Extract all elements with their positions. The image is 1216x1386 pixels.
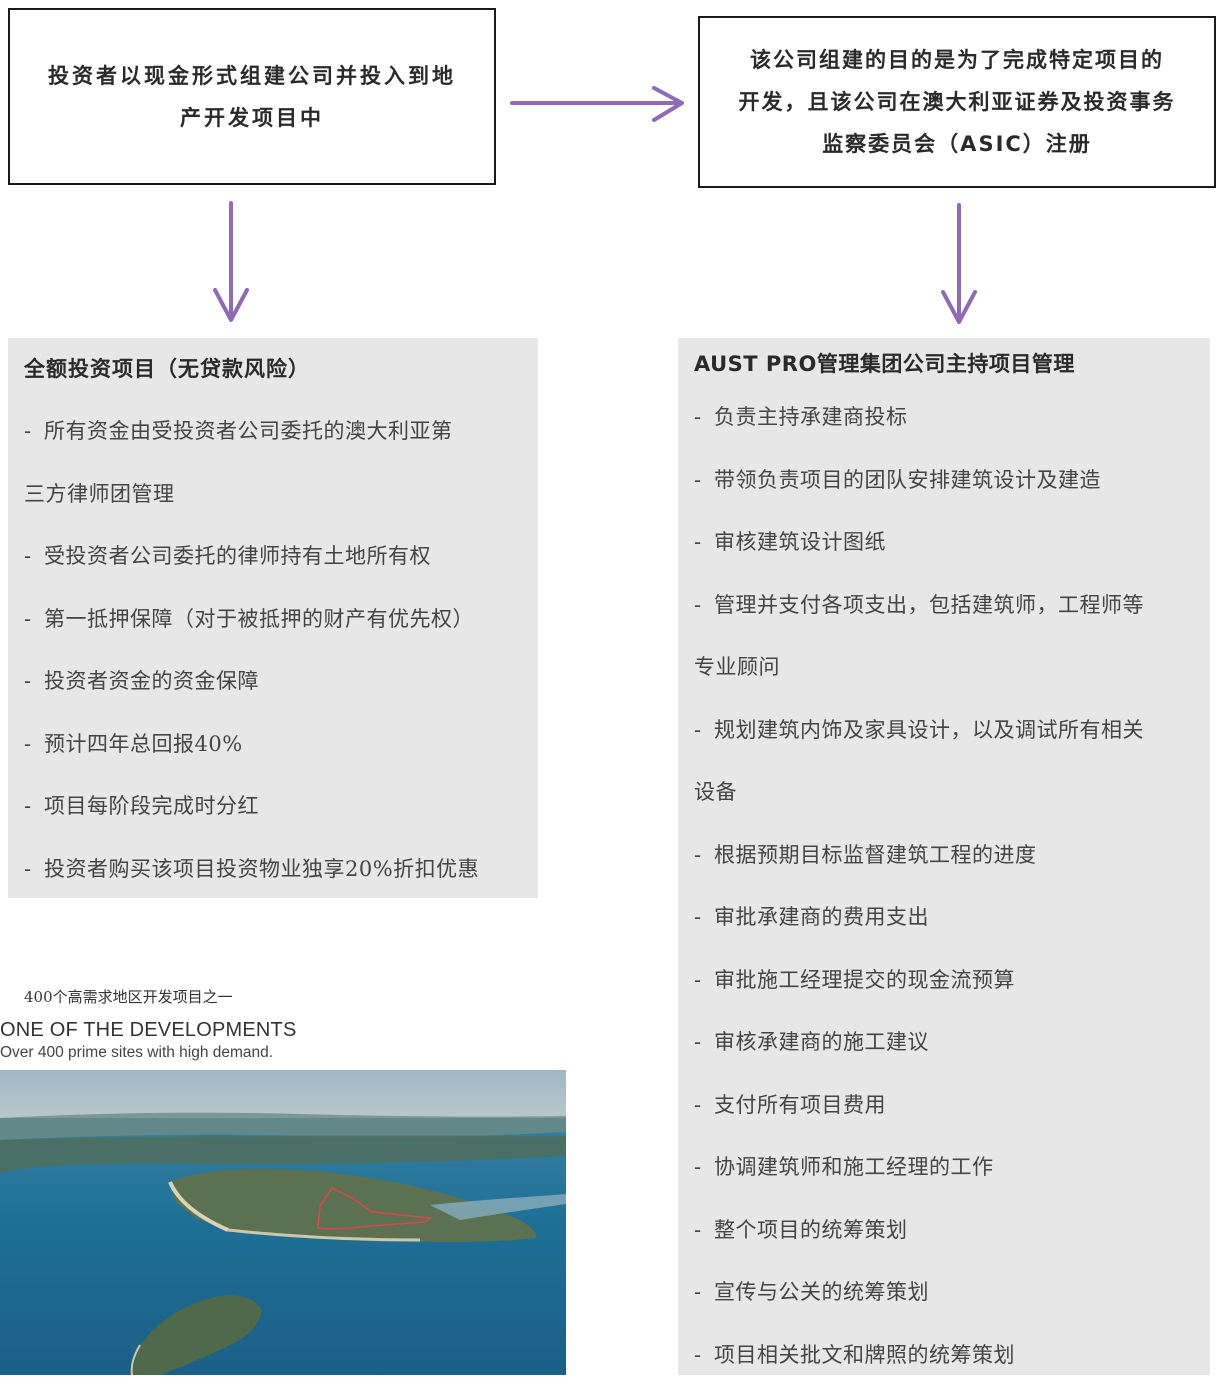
- aerial-coastline-photo: [0, 1070, 566, 1375]
- arrow-down-right: [943, 205, 975, 322]
- list-item: -投资者购买该项目投资物业独享20%折扣优惠: [24, 838, 538, 901]
- list-item: -项目每阶段完成时分红: [24, 775, 538, 838]
- investor-box-line-1: 投资者以现金形式组建公司并投入到地: [48, 55, 456, 97]
- list-item: -审核建筑设计图纸: [694, 511, 1210, 574]
- list-item: -带领负责项目的团队安排建筑设计及建造: [694, 449, 1210, 512]
- list-item: -根据预期目标监督建筑工程的进度: [694, 824, 1210, 887]
- list-item: -受投资者公司委托的律师持有土地所有权: [24, 525, 538, 588]
- project-management-panel: AUST PRO管理集团公司主持项目管理 -负责主持承建商投标 -带领负责项目的…: [678, 338, 1210, 1375]
- purpose-box-line-2: 开发，且该公司在澳大利亚证券及投资事务: [739, 81, 1176, 123]
- list-item: -审批承建商的费用支出: [694, 886, 1210, 949]
- investor-box-line-2: 产开发项目中: [48, 97, 456, 139]
- list-item: -支付所有项目费用: [694, 1074, 1210, 1137]
- list-item: -负责主持承建商投标: [694, 386, 1210, 449]
- arrow-down-left: [215, 203, 247, 320]
- company-purpose-box: 该公司组建的目的是为了完成特定项目的 开发，且该公司在澳大利亚证券及投资事务 监…: [698, 16, 1216, 188]
- purpose-box-line-1: 该公司组建的目的是为了完成特定项目的: [739, 39, 1176, 81]
- list-item: -投资者资金的资金保障: [24, 650, 538, 713]
- development-caption-cn: 400个高需求地区开发项目之一: [24, 986, 233, 1007]
- list-item: -第一抵押保障（对于被抵押的财产有优先权）: [24, 588, 538, 651]
- list-item: -项目相关批文和牌照的统筹策划: [694, 1324, 1210, 1386]
- list-item: -宣传与公关的统筹策划: [694, 1261, 1210, 1324]
- list-item: -协调建筑师和施工经理的工作: [694, 1136, 1210, 1199]
- list-item: 专业顾问: [694, 636, 1210, 699]
- full-investment-title: 全额投资项目（无贷款风险）: [24, 352, 538, 400]
- list-item: -所有资金由受投资者公司委托的澳大利亚第: [24, 400, 538, 463]
- project-management-title: AUST PRO管理集团公司主持项目管理: [694, 344, 1210, 386]
- list-item: -审批施工经理提交的现金流预算: [694, 949, 1210, 1012]
- full-investment-panel: 全额投资项目（无贷款风险） -所有资金由受投资者公司委托的澳大利亚第 三方律师团…: [8, 338, 538, 898]
- arrow-right: [512, 88, 682, 120]
- list-item: 三方律师团管理: [24, 463, 538, 526]
- development-caption-title: ONE OF THE DEVELOPMENTS: [0, 1019, 297, 1042]
- list-item: 设备: [694, 761, 1210, 824]
- development-caption-subtitle: Over 400 prime sites with high demand.: [0, 1044, 273, 1062]
- list-item: -整个项目的统筹策划: [694, 1199, 1210, 1262]
- list-item: -管理并支付各项支出，包括建筑师，工程师等: [694, 574, 1210, 637]
- list-item: -预计四年总回报40%: [24, 713, 538, 776]
- list-item: -规划建筑内饰及家具设计，以及调试所有相关: [694, 699, 1210, 762]
- investor-company-box: 投资者以现金形式组建公司并投入到地 产开发项目中: [8, 8, 496, 185]
- purpose-box-line-3: 监察委员会（ASIC）注册: [739, 123, 1176, 165]
- list-item: -审核承建商的施工建议: [694, 1011, 1210, 1074]
